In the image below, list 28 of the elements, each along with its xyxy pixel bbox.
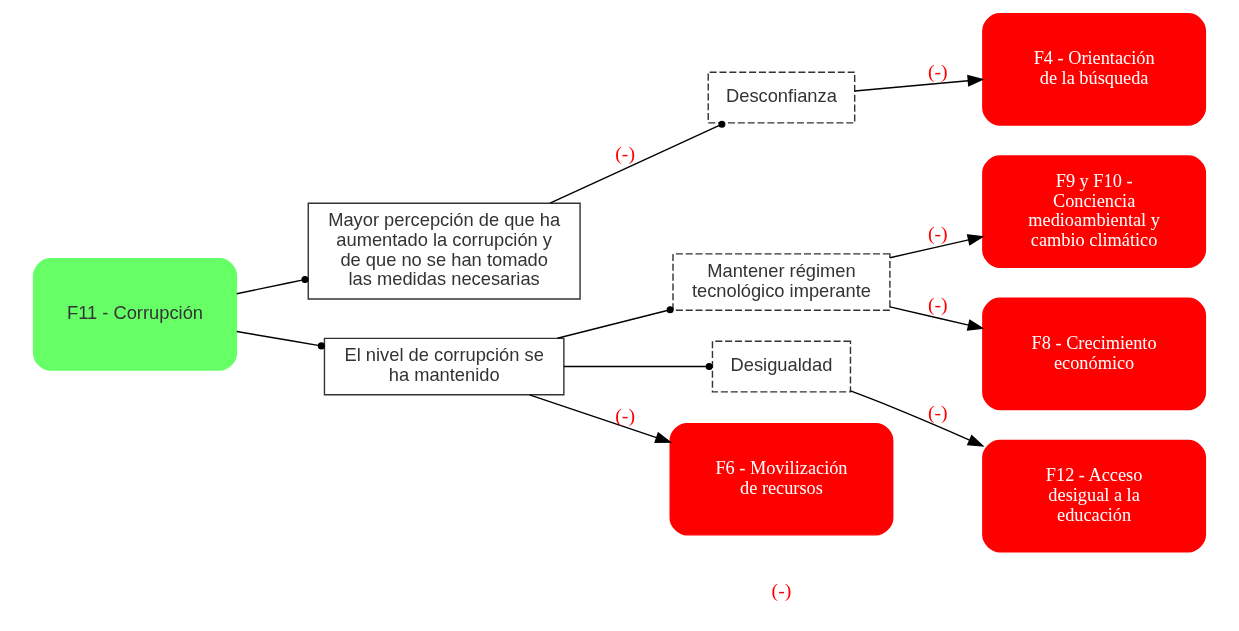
edge-label: (-): [927, 60, 948, 83]
edge-label: (-): [615, 403, 635, 426]
arrow: [889, 234, 985, 259]
node-box: Mayor percepción de que ha aumentado la corrupción y de que no se han tomado las medidas necesarias: [307, 202, 581, 300]
node-box: F12 - Acceso desigual a la educación: [982, 439, 1207, 553]
connector: [563, 363, 713, 371]
node-box: F8 - Crecimiento económico: [982, 297, 1207, 411]
edge-label: (-): [927, 222, 948, 245]
connector: [236, 330, 325, 350]
edge-label: (-): [927, 292, 948, 315]
arrow: [854, 74, 985, 92]
connector: [549, 120, 726, 204]
label: (-): [771, 579, 792, 602]
arrow: [528, 394, 673, 444]
node-box: El nivel de corrupción se ha mantenido: [323, 337, 565, 396]
node-box: F6 - Movilización de recursos: [669, 422, 894, 536]
node-box: F9 y F10 - Conciencia medioambiental y cambio climático: [982, 155, 1207, 268]
node-box: F11 - Corrupción: [32, 258, 238, 371]
connector: [556, 306, 674, 339]
node-box: Desigualdad: [711, 340, 852, 393]
arrow: [889, 306, 985, 331]
node-box: Desconfianza: [707, 71, 856, 124]
node-box: Mantener régimen tecnológico imperante: [672, 253, 891, 311]
connector: [236, 276, 309, 295]
edge-label: (-): [615, 141, 635, 164]
node-box: F4 - Orientación de la búsqueda: [982, 13, 1207, 126]
arrow: [849, 390, 985, 447]
edge-label: (-): [927, 400, 948, 423]
